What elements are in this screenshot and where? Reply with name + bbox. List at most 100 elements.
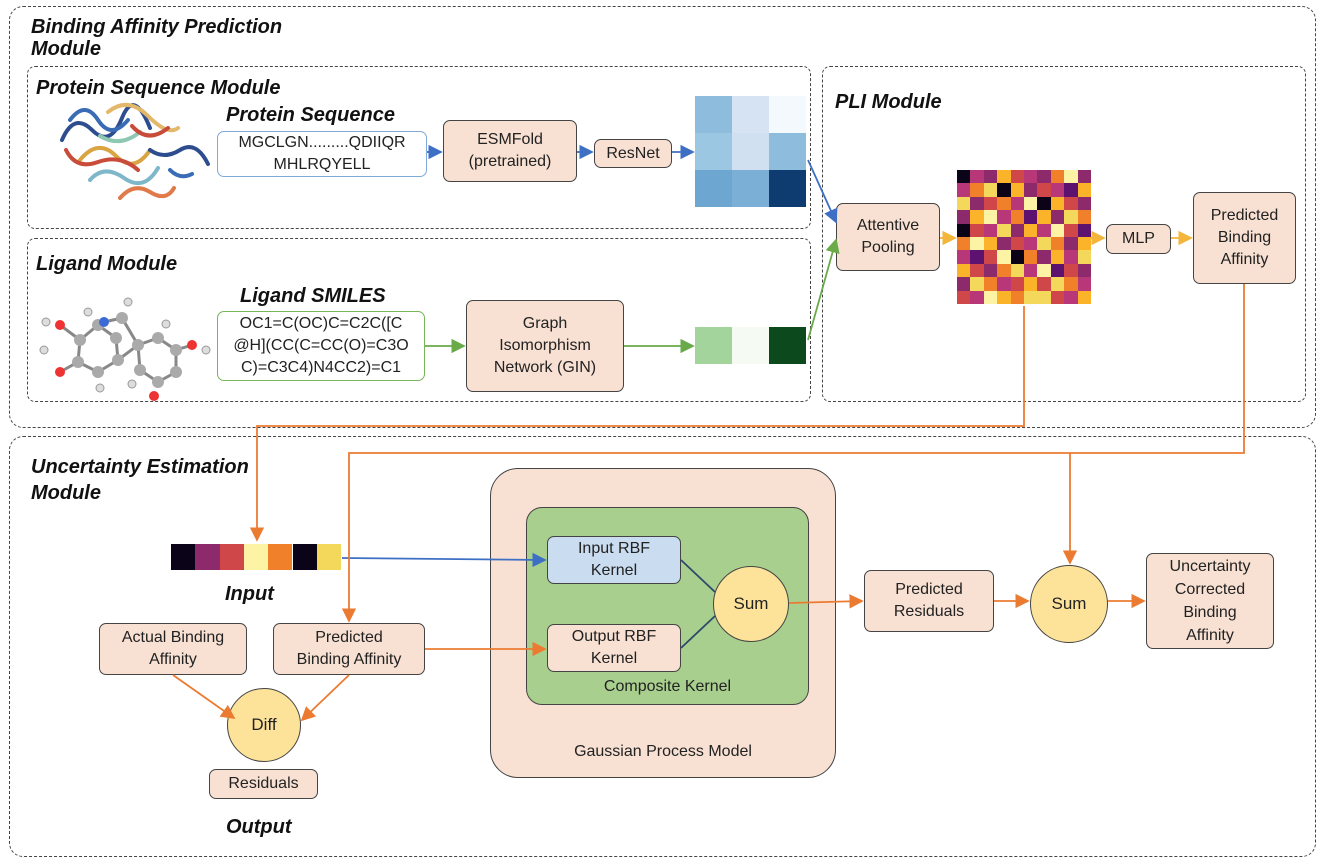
heatmap-cell [970,250,985,265]
heatmap-cell [1064,277,1079,292]
protein-feature-cell [732,96,769,133]
heatmap-cell [970,237,985,251]
heatmap-cell [997,263,1012,278]
heatmap-cell [1050,263,1065,278]
heatmap-cell [1024,237,1038,251]
heatmap-cell [1010,263,1025,278]
ligand-feature-cell [695,327,732,364]
heatmap-cell [1037,210,1052,225]
heatmap-cell [1064,237,1079,251]
kernel-sum-node: Sum [713,566,789,642]
heatmap-cell [983,223,998,238]
heatmap-cell [1024,263,1038,278]
heatmap-cell [1064,263,1079,278]
uncertainty-corrected-affinity-box: Uncertainty Corrected Binding Affinity [1146,553,1274,649]
protein-feature-cell [769,96,806,133]
heatmap-cell [957,210,971,225]
ligand-module-title: Ligand Module [36,253,178,275]
heatmap-cell [983,250,998,265]
protein-feature-cell [732,133,769,170]
input-vector-cell [219,544,244,570]
heatmap-cell [1024,277,1038,292]
heatmap-cell [1064,223,1079,238]
heatmap-cell [957,196,971,211]
input-vector-cell [268,544,293,570]
output-rbf-kernel-box: Output RBF Kernel [547,624,681,672]
input-rbf-kernel-box: Input RBF Kernel [547,536,681,584]
input-vector-cell [292,544,317,570]
heatmap-cell [970,277,985,292]
protein-feature-cell [769,170,806,207]
protein-feature-cell [695,170,732,207]
heatmap-cell [1077,237,1092,251]
heatmap-cell [1024,223,1038,238]
heatmap-cell [1010,196,1025,211]
heatmap-cell [1037,237,1052,251]
heatmap-cell [970,263,985,278]
heatmap-cell [970,210,985,225]
heatmap-cell [1077,196,1092,211]
heatmap-cell [1050,196,1065,211]
input-vector-cell [195,544,220,570]
heatmap-cell [1064,196,1079,211]
input-vector-cell [316,544,342,570]
interaction-heatmap [957,170,1092,305]
protein-sequence-label: Protein Sequence [226,104,395,126]
ligand-smiles-label: Ligand SMILES [240,285,386,307]
heatmap-cell [1024,170,1038,184]
heatmap-cell [997,290,1012,305]
predicted-binding-affinity-input-box: Predicted Binding Affinity [273,623,425,675]
predicted-binding-affinity-box: Predicted Binding Affinity [1193,192,1296,284]
protein-feature-cell [732,170,769,207]
heatmap-cell [1077,170,1092,184]
protein-sequence-module-title: Protein Sequence Module [36,77,281,99]
heatmap-cell [1050,290,1065,305]
heatmap-cell [1010,250,1025,265]
heatmap-cell [1077,183,1092,198]
heatmap-cell [957,223,971,238]
output-label: Output [226,816,292,838]
heatmap-cell [997,237,1012,251]
heatmap-cell [1064,250,1079,265]
protein-feature-cell [695,133,732,170]
final-sum-node: Sum [1030,565,1108,643]
heatmap-cell [1024,196,1038,211]
heatmap-cell [1077,290,1092,305]
heatmap-cell [1010,170,1025,184]
gin-box: Graph Isomorphism Network (GIN) [466,300,624,392]
heatmap-cell [983,196,998,211]
heatmap-cell [1037,183,1052,198]
heatmap-cell [957,250,971,265]
protein-feature-cell [695,96,732,133]
heatmap-cell [1064,183,1079,198]
heatmap-cell [1010,290,1025,305]
heatmap-cell [1024,290,1038,305]
heatmap-cell [1050,183,1065,198]
heatmap-cell [1010,237,1025,251]
uncertainty-module-title: Uncertainty Estimation Module [31,456,249,504]
heatmap-cell [997,277,1012,292]
heatmap-cell [1037,196,1052,211]
residuals-box: Residuals [209,769,318,799]
heatmap-cell [1037,290,1052,305]
heatmap-cell [983,290,998,305]
heatmap-cell [1010,223,1025,238]
heatmap-cell [970,170,985,184]
heatmap-cell [1050,210,1065,225]
heatmap-cell [957,170,971,184]
binding-affinity-module-title: Binding Affinity Prediction Module [31,16,283,60]
heatmap-cell [1037,223,1052,238]
heatmap-cell [957,183,971,198]
heatmap-cell [1010,277,1025,292]
heatmap-cell [997,170,1012,184]
heatmap-cell [1064,170,1079,184]
heatmap-cell [1024,210,1038,225]
predicted-residuals-box: Predicted Residuals [864,570,994,632]
heatmap-cell [970,196,985,211]
ligand-feature-cell [769,327,806,364]
heatmap-cell [997,196,1012,211]
input-vector-cell [243,544,269,570]
heatmap-cell [997,223,1012,238]
heatmap-cell [957,290,971,305]
heatmap-cell [997,183,1012,198]
